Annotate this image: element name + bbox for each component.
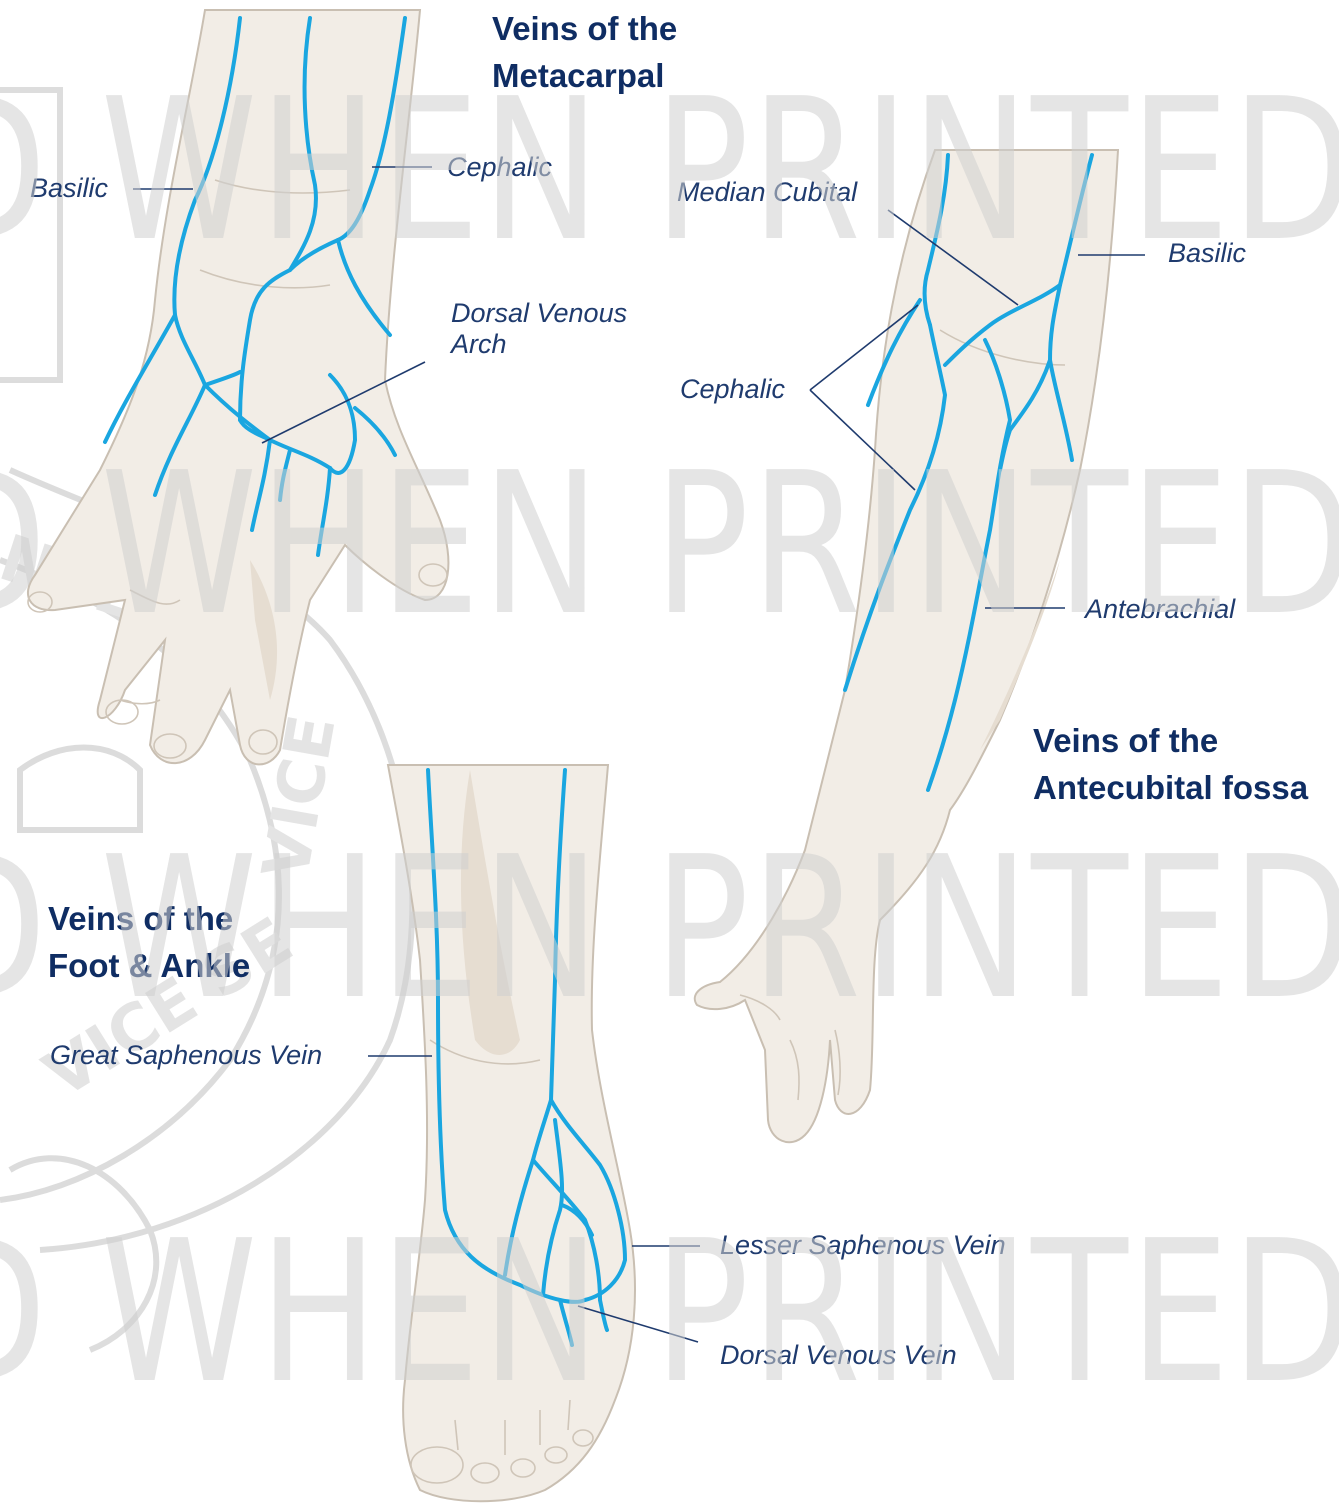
watermark-row-4: D WHEN PRINTED: [0, 1199, 1339, 1427]
label-cephalic-arm: Cephalic: [680, 374, 786, 404]
label-dorsal-venous-arch-2: Arch: [449, 329, 507, 359]
title-antecubital-1: Veins of the: [1033, 722, 1218, 759]
label-dorsal-venous-arch-1: Dorsal Venous: [451, 298, 627, 328]
label-great-saphenous: Great Saphenous Vein: [50, 1040, 322, 1070]
watermark-row-1: D WHEN PRINTED: [0, 57, 1339, 285]
watermark-row-3: D WHEN PRINTED: [0, 815, 1339, 1043]
title-antecubital-2: Antecubital fossa: [1033, 769, 1309, 806]
watermark-row-2: D WHEN PRINTED: [0, 431, 1339, 659]
title-metacarpal-1: Veins of the: [492, 10, 677, 47]
